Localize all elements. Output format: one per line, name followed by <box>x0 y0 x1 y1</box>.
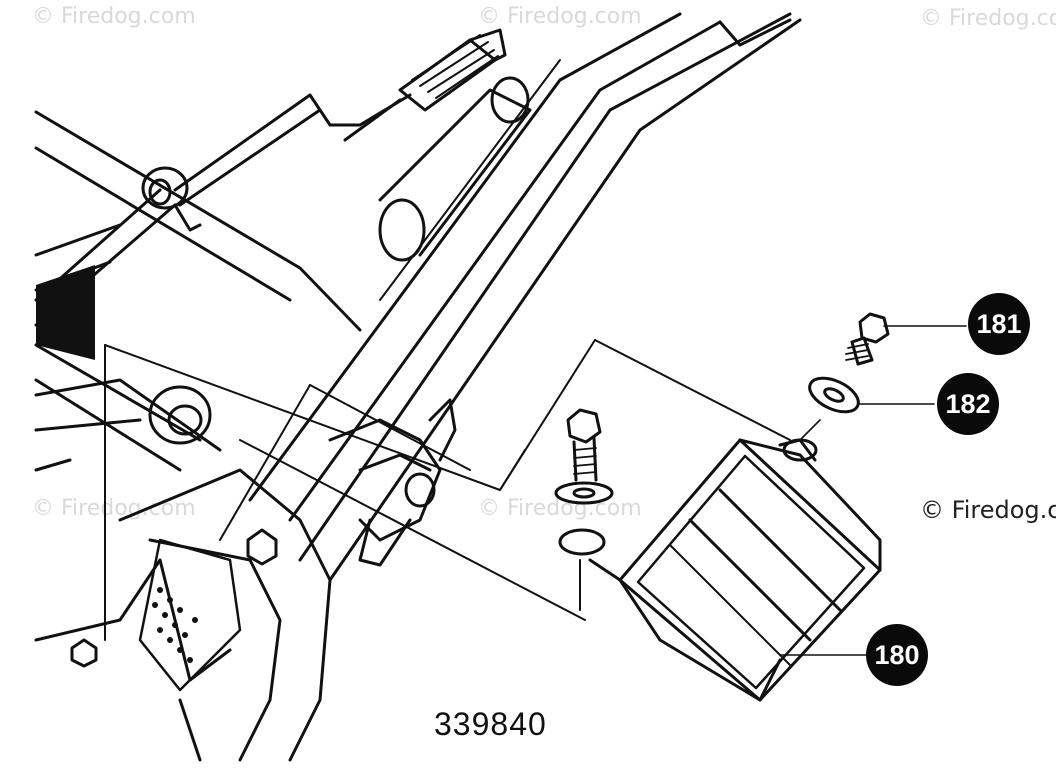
watermark: © Firedog.com <box>478 4 642 29</box>
figure-number: 339840 <box>434 706 547 742</box>
handle-knob <box>141 166 202 232</box>
callout-180: 180 <box>866 624 928 686</box>
mower-housing <box>34 110 362 762</box>
callout-181: 181 <box>968 293 1030 355</box>
control-cable <box>379 59 561 301</box>
watermark: © Firedog.com <box>32 4 196 29</box>
vent-grille <box>138 538 242 692</box>
hex-bolt <box>70 528 278 668</box>
wire-basket <box>558 438 882 702</box>
handle-bar <box>34 12 802 582</box>
bolt-181 <box>845 312 967 366</box>
handle-bracket <box>328 398 457 567</box>
control-cable <box>343 98 402 142</box>
watermark: © Firedog.com <box>478 496 642 521</box>
copyright-text: © Firedog.c <box>920 496 1056 524</box>
watermark: © Firedog.com <box>920 6 1056 31</box>
spring-coil <box>398 28 507 112</box>
callout-182: 182 <box>937 373 999 435</box>
washer-182 <box>799 376 935 441</box>
cable-grip <box>378 76 532 262</box>
basket-bolt <box>554 408 614 611</box>
engine-shroud <box>36 265 95 360</box>
leader-lines <box>104 339 791 641</box>
pulley <box>148 385 212 445</box>
